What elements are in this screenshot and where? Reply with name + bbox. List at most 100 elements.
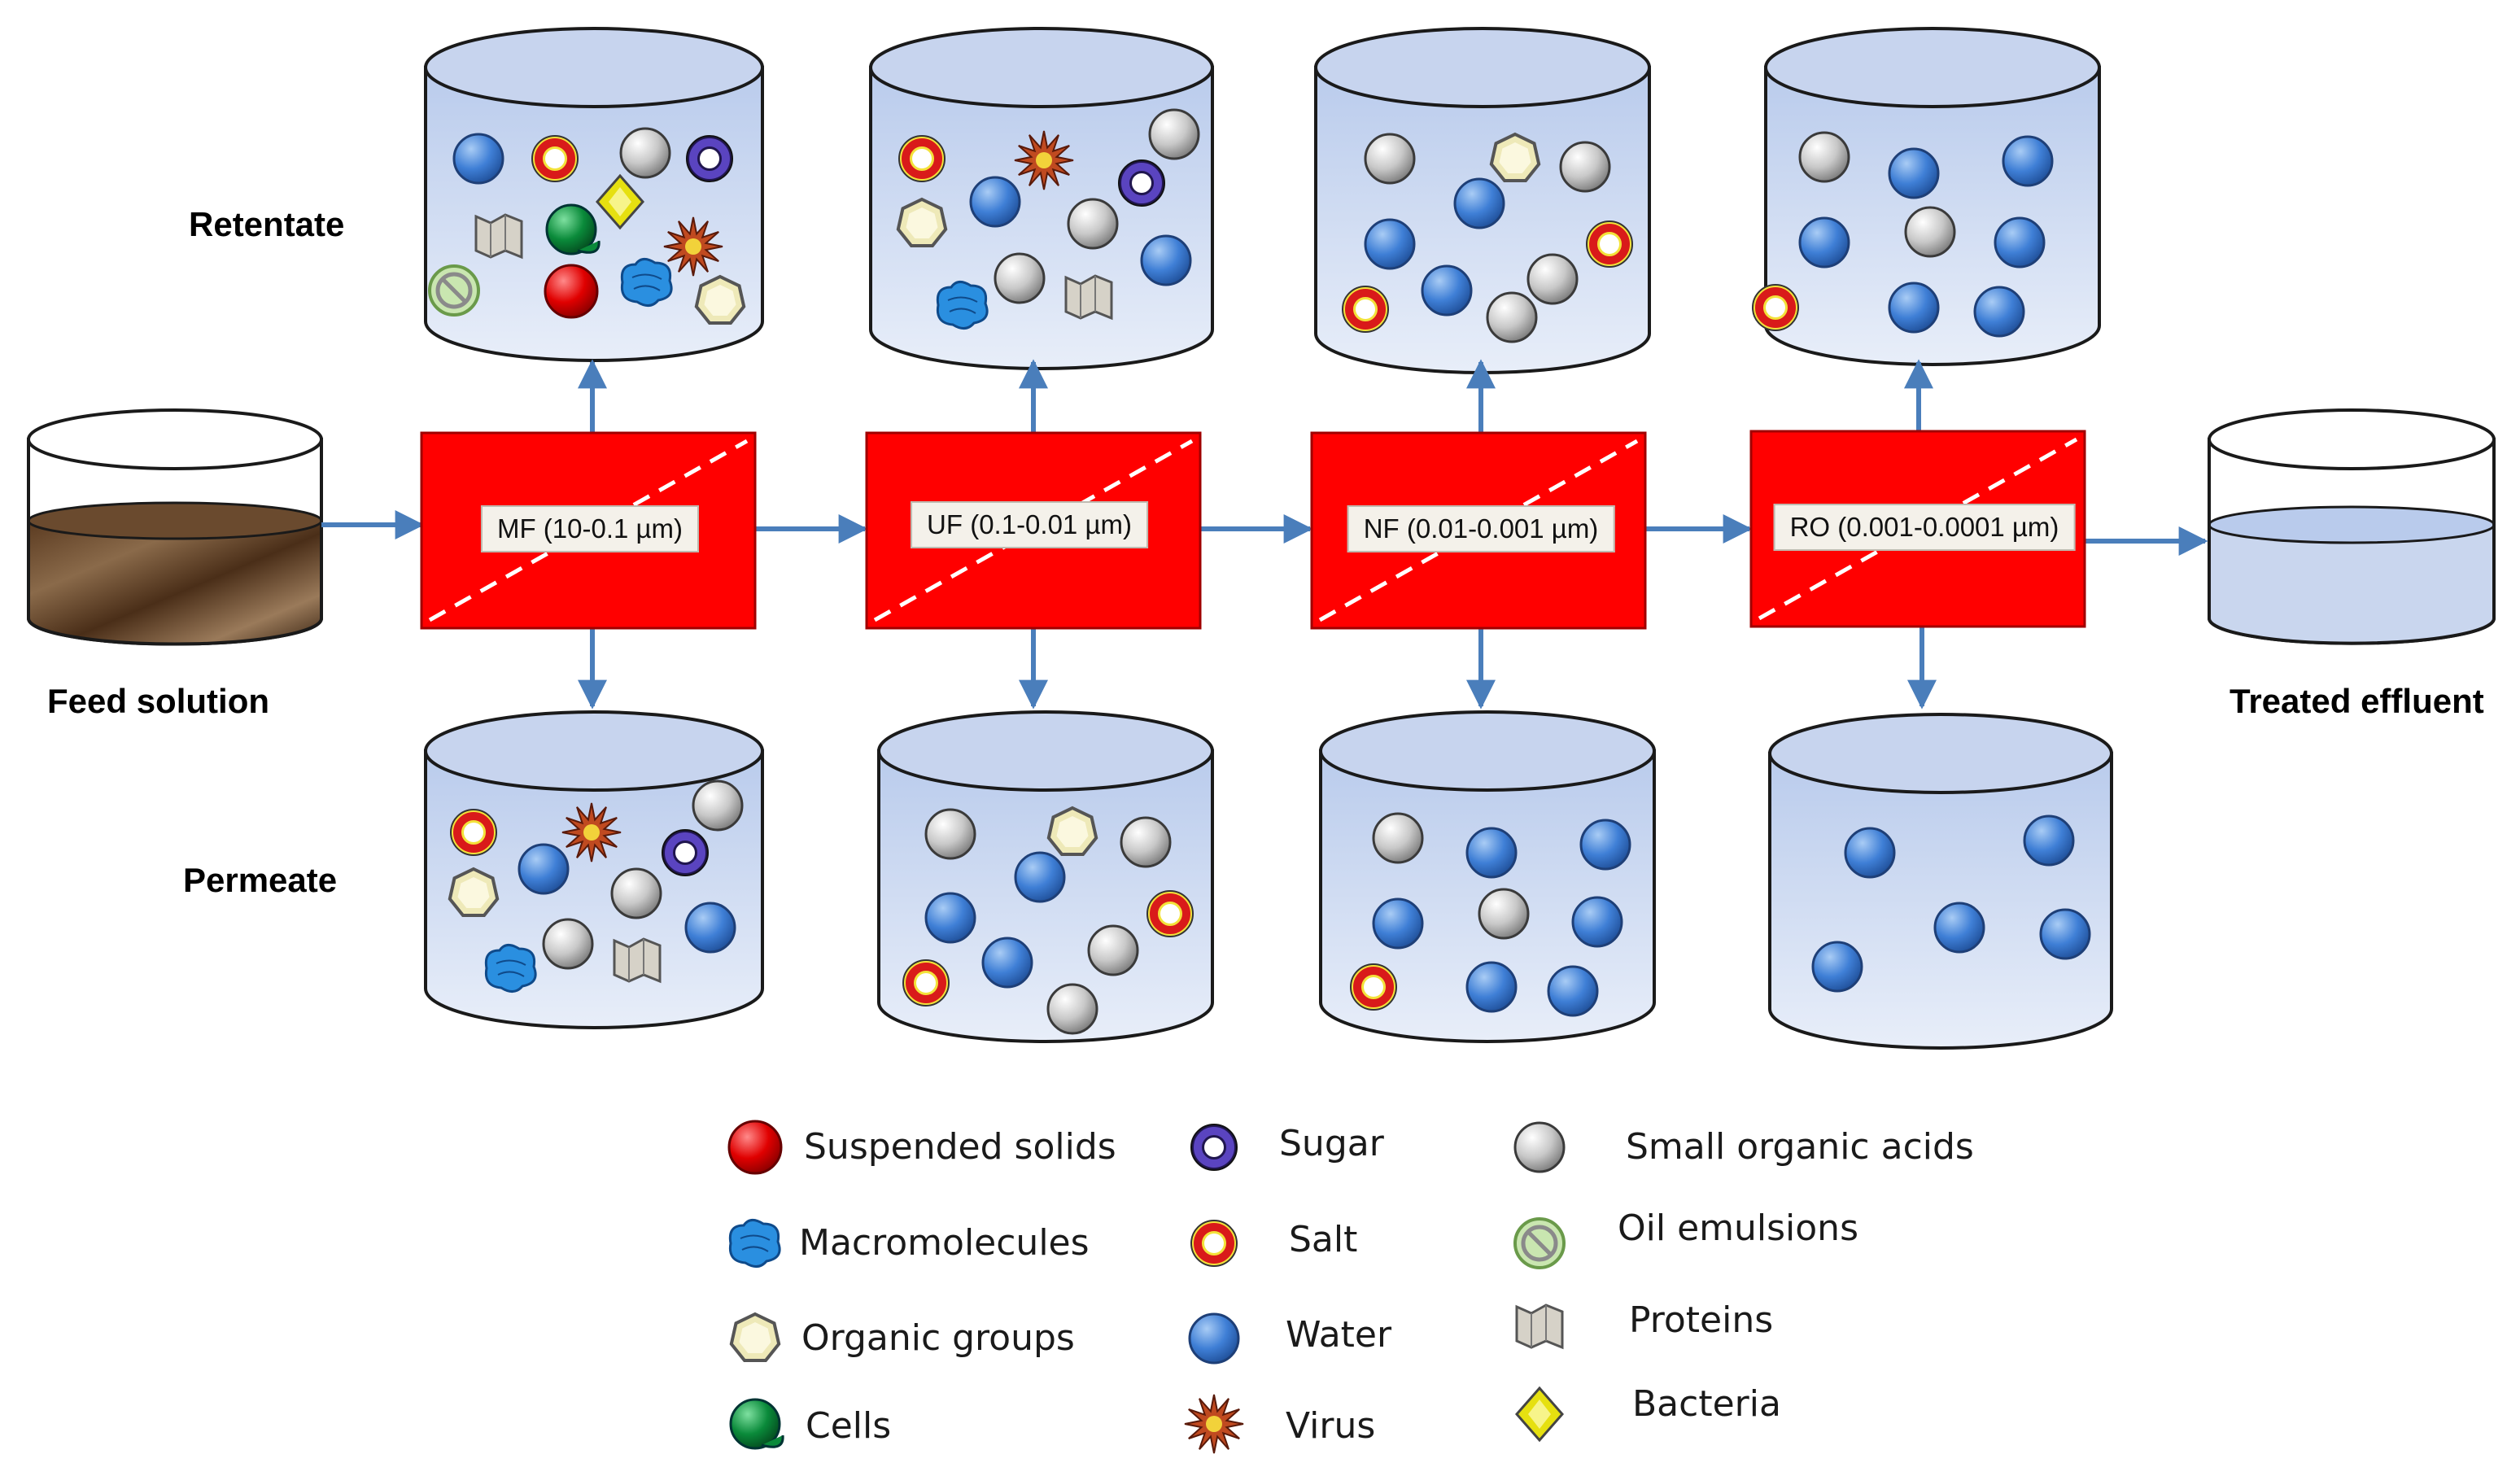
proteins-icon: [613, 937, 662, 984]
water-icon: [1465, 961, 1518, 1013]
small-organic-acids-icon: [1087, 924, 1139, 976]
legend-small-organic-acids-icon: [1513, 1121, 1566, 1173]
salt-icon: [898, 135, 946, 182]
membrane-label-ro: RO (0.001-0.0001 µm): [1773, 504, 2076, 551]
legend-label-suspended-solids: Suspended solids: [804, 1126, 1116, 1168]
water-icon: [2039, 908, 2091, 960]
legend-bacteria-icon: [1515, 1386, 1564, 1443]
water-icon: [1888, 282, 1940, 334]
organic-groups-icon: [896, 197, 948, 247]
water-icon: [1933, 902, 1985, 954]
salt-icon: [1350, 963, 1397, 1011]
membrane-label-mf: MF (10-0.1 µm): [480, 505, 700, 552]
sugar-icon: [662, 829, 709, 876]
treated-effluent-label: Treated effluent: [2230, 682, 2484, 720]
water-icon: [1973, 286, 2025, 338]
legend-label-sugar: Sugar: [1279, 1123, 1384, 1164]
water-icon: [1571, 896, 1623, 948]
water-icon: [452, 133, 504, 185]
water-icon: [969, 176, 1021, 228]
small-organic-acids-icon: [692, 779, 744, 832]
permeate-nf-particles: [1350, 812, 1631, 1017]
small-organic-acids-icon: [619, 127, 671, 179]
legend-salt-icon: [1190, 1220, 1238, 1267]
proteins-icon: [1064, 274, 1113, 321]
salt-icon: [450, 809, 497, 856]
water-icon: [1994, 216, 2046, 269]
legend-virus-icon: [1184, 1394, 1244, 1454]
legend-water-icon: [1188, 1312, 1240, 1365]
retentate-tank-mf: [424, 27, 764, 362]
permeate-ro-particles: [1811, 814, 2091, 993]
organic-groups-icon: [448, 867, 500, 917]
proteins-icon: [474, 213, 523, 260]
legend-label-water: Water: [1286, 1314, 1392, 1356]
legend-proteins-icon: [1515, 1304, 1564, 1350]
legend-label-bacteria: Bacteria: [1632, 1383, 1781, 1425]
salt-icon: [1342, 286, 1389, 333]
permeate-label: Permeate: [183, 861, 338, 899]
cells-icon: [545, 203, 601, 255]
legend-cells-icon: [729, 1398, 784, 1450]
macromolecules-icon: [484, 944, 537, 993]
water-icon: [1811, 941, 1863, 993]
membrane-label-uf: UF (0.1-0.01 µm): [911, 501, 1148, 548]
suspended-solids-icon: [544, 264, 599, 319]
water-icon: [1844, 827, 1896, 879]
small-organic-acids-icon: [1067, 198, 1119, 250]
small-organic-acids-icon: [1372, 812, 1424, 864]
legend-label-proteins: Proteins: [1629, 1299, 1774, 1341]
organic-groups-icon: [1489, 132, 1541, 182]
legend-label-salt: Salt: [1289, 1219, 1358, 1260]
bacteria-icon: [596, 173, 644, 230]
water-icon: [2023, 814, 2075, 867]
small-organic-acids-icon: [610, 867, 662, 919]
small-organic-acids-icon: [1046, 983, 1098, 1035]
organic-groups-icon: [694, 274, 746, 325]
water-icon: [684, 902, 736, 954]
retentate-uf-particles: [896, 108, 1200, 330]
water-icon: [1579, 819, 1631, 871]
salt-icon: [1752, 284, 1799, 331]
macromolecules-icon: [936, 281, 989, 330]
legend-label-macromolecules: Macromolecules: [799, 1222, 1090, 1264]
organic-groups-icon: [1046, 806, 1098, 856]
legend-label-oil-emulsions: Oil emulsions: [1618, 1207, 1858, 1249]
small-organic-acids-icon: [1148, 108, 1200, 160]
membrane-label-nf: NF (0.01-0.001 µm): [1347, 505, 1615, 552]
permeate-uf-particles: [902, 806, 1194, 1035]
legend-label-organic-groups: Organic groups: [801, 1317, 1075, 1359]
virus-icon: [1014, 130, 1074, 190]
water-icon: [1372, 897, 1424, 950]
salt-icon: [531, 135, 579, 182]
small-organic-acids-icon: [1120, 816, 1172, 868]
legend-label-virus: Virus: [1286, 1405, 1376, 1447]
virus-icon: [663, 216, 723, 277]
legend-label-small-organic-acids: Small organic acids: [1626, 1126, 1974, 1168]
salt-icon: [1146, 890, 1194, 937]
retentate-ro-particles: [1752, 131, 2054, 338]
salt-icon: [902, 959, 950, 1007]
sugar-icon: [686, 135, 733, 182]
legend-label-cells: Cells: [806, 1405, 892, 1447]
water-icon: [1453, 177, 1505, 229]
feed-solution-label: Feed solution: [47, 682, 269, 720]
water-icon: [1014, 851, 1066, 903]
water-icon: [1364, 218, 1416, 270]
virus-icon: [561, 802, 622, 862]
feed-container: [27, 408, 323, 646]
retentate-mf-particles: [428, 127, 746, 325]
small-organic-acids-icon: [924, 808, 976, 860]
water-icon: [924, 892, 976, 944]
water-icon: [1798, 216, 1850, 269]
small-organic-acids-icon: [1798, 131, 1850, 183]
small-organic-acids-icon: [994, 252, 1046, 304]
small-organic-acids-icon: [542, 918, 594, 970]
legend-organic-groups-icon: [729, 1312, 781, 1362]
salt-icon: [1586, 221, 1633, 268]
oil-emulsions-icon: [428, 264, 480, 317]
small-organic-acids-icon: [1478, 888, 1530, 940]
water-icon: [1465, 827, 1518, 879]
small-organic-acids-icon: [1486, 291, 1538, 343]
